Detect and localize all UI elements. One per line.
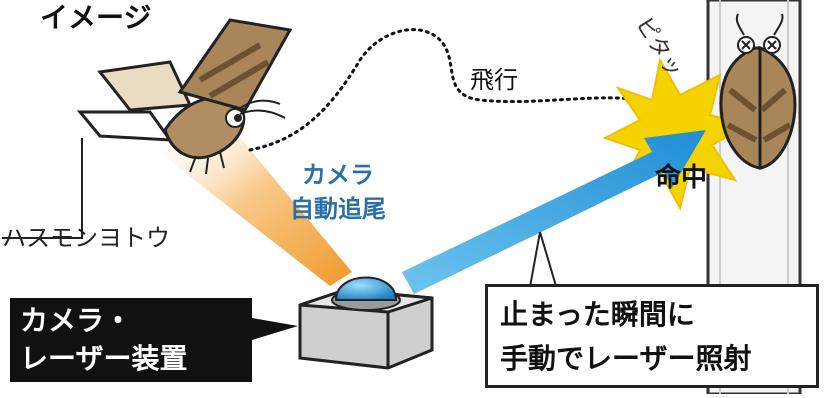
laser-note-leader [529, 231, 557, 288]
device-label-line-1: カメラ・ [20, 304, 133, 337]
device-label-line-2: レーザー装置 [20, 342, 188, 375]
camera-tracking-cone [156, 128, 352, 286]
camera-laser-device [298, 276, 434, 370]
hit-label: 命中 [655, 163, 708, 193]
moth-name-leader [2, 138, 83, 239]
laser-note-box: 止まった瞬間に 手動でレーザー照射 [485, 284, 819, 388]
laser-note-line-1: 止まった瞬間に [500, 298, 695, 331]
flight-label: 飛行 [470, 66, 518, 94]
camera-dome [334, 276, 398, 301]
device-label-pointer [252, 318, 298, 340]
laser-beam [402, 130, 706, 294]
flying-moth [76, 18, 293, 175]
page-title: イメージ [40, 1, 152, 34]
moth-name-label: ハスモンヨトウ [2, 224, 170, 252]
flight-path [248, 28, 692, 152]
laser-note-line-2: 手動でレーザー照射 [500, 342, 752, 375]
device-label-box: カメラ・ レーザー装置 [10, 298, 252, 382]
resting-moth [719, 13, 797, 170]
camera-tracking-line-1: カメラ [302, 161, 374, 189]
camera-tracking-label: カメラ 自動追尾 [290, 158, 386, 226]
camera-tracking-line-2: 自動追尾 [290, 195, 386, 223]
